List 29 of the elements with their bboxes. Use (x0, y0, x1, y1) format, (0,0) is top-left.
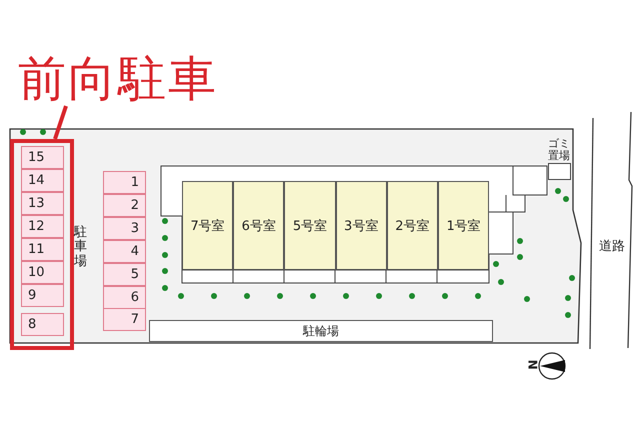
callout-text: 前向駐車 (18, 48, 230, 110)
parking-space: 10 (21, 261, 64, 284)
parking-space: 8 (21, 313, 64, 336)
parking-space: 3 (103, 216, 146, 240)
parking-space: 9 (21, 284, 64, 307)
parking-space: 1 (103, 171, 146, 194)
parking-space: 15 (21, 146, 64, 169)
room-unit: 3号室 (336, 181, 387, 270)
road-label: 道路 (599, 240, 625, 254)
room-unit: 6号室 (233, 181, 284, 270)
parking-space: 4 (103, 240, 146, 263)
parking-space: 6 (103, 286, 146, 308)
parking-space: 11 (21, 238, 64, 261)
parking-space: 13 (21, 192, 64, 215)
parking-space: 12 (21, 215, 64, 238)
north-label: N (525, 360, 539, 370)
bicycle-parking: 駐輪場 (149, 320, 493, 342)
parking-space: 2 (103, 194, 146, 217)
room-unit: 1号室 (438, 181, 490, 270)
parking-space: 14 (21, 169, 64, 192)
highlight-frame (10, 139, 74, 350)
room-unit: 2号室 (386, 181, 438, 270)
parking-label: 駐車場 (74, 226, 87, 269)
area-label: ゴミ置場 (547, 138, 571, 162)
leader-line (53, 105, 68, 140)
room-unit: 7号室 (182, 181, 234, 270)
parking-space: 5 (103, 262, 146, 286)
room-unit: 5号室 (284, 181, 336, 270)
parking-space: 7 (103, 308, 146, 332)
